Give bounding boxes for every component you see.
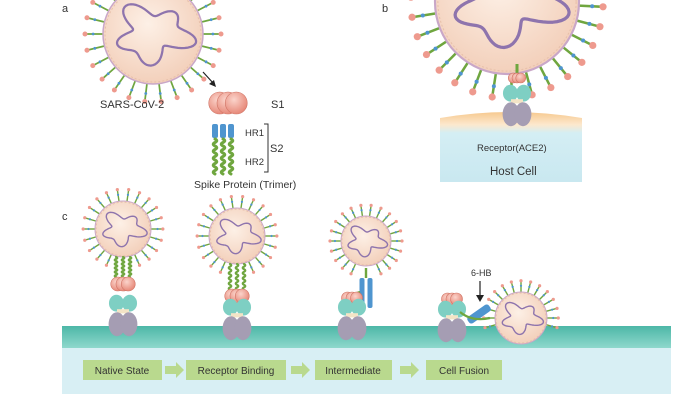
spike-ring xyxy=(81,187,165,267)
spike-caption: Spike Protein (Trimer) xyxy=(194,179,296,191)
hr2-label: HR2 xyxy=(245,157,264,168)
viral-genome xyxy=(216,218,262,255)
spike-pointer-arrow xyxy=(202,71,216,87)
viral-genome xyxy=(347,225,389,258)
ace2-receptor-shape xyxy=(222,298,252,341)
host-cell-label: Host Cell xyxy=(490,166,537,178)
ace2-receptor-shape xyxy=(437,300,467,343)
panel-c-letter: c xyxy=(62,211,68,223)
stage-receptor-binding xyxy=(195,194,279,341)
viral-genome xyxy=(102,211,148,248)
step-arrow xyxy=(291,362,310,378)
viral-genome xyxy=(453,0,571,50)
ace2-receptor-shape xyxy=(502,84,532,127)
s2-label: S2 xyxy=(270,143,283,155)
step-label: Receptor Binding xyxy=(198,366,275,377)
stage-native-state xyxy=(81,187,165,337)
ace2-receptor-shape xyxy=(337,298,367,341)
virion-bound xyxy=(408,0,607,102)
step-native-state: Native State xyxy=(83,360,162,380)
step-label: Native State xyxy=(95,366,150,377)
spike-ring xyxy=(195,194,279,274)
viral-genome xyxy=(501,301,545,336)
spike-protein-trimer xyxy=(208,91,248,176)
step-receptor-binding: Receptor Binding xyxy=(186,360,286,380)
viral-envelope xyxy=(433,0,581,76)
step-arrow xyxy=(400,362,419,378)
host-cell xyxy=(440,112,582,182)
panel-c: c Native State Receptor Binding Intermed… xyxy=(62,187,671,394)
six-helix-bundle-label: 6-HB xyxy=(471,268,492,278)
spike-ring xyxy=(82,0,224,105)
ace2-receptor xyxy=(502,64,532,127)
step-arrow xyxy=(165,362,184,378)
s2-bracket xyxy=(264,123,269,173)
step-intermediate: Intermediate xyxy=(315,360,392,380)
panel-b: b Receptor(ACE2) Host Cell xyxy=(382,0,607,182)
step-label: Cell Fusion xyxy=(439,366,489,377)
hr1-label: HR1 xyxy=(245,128,264,139)
virus-label: SARS-CoV-2 xyxy=(100,99,164,111)
s1-label: S1 xyxy=(271,99,284,111)
s1-head xyxy=(507,72,527,84)
viral-envelope xyxy=(494,291,548,345)
s1-head xyxy=(208,91,248,115)
stage-intermediate xyxy=(328,203,404,341)
six-helix-bundle-arrow xyxy=(476,281,484,302)
viral-envelope xyxy=(340,215,392,267)
panel-b-letter: b xyxy=(382,3,388,15)
step-label: Intermediate xyxy=(325,366,381,377)
s1-head xyxy=(110,276,136,292)
spike-ring xyxy=(328,203,404,276)
receptor-label: Receptor(ACE2) xyxy=(477,143,547,154)
step-cell-fusion: Cell Fusion xyxy=(426,360,502,380)
viral-genome xyxy=(115,3,198,67)
fusion-stages xyxy=(81,187,560,345)
stage-cell-fusion xyxy=(437,279,560,345)
panel-a-letter: a xyxy=(62,3,69,15)
step-sequence: Native State Receptor Binding Intermedia… xyxy=(83,360,502,380)
panel-a: a SARS-CoV-2 S1 HR1 HR2 S2 Spike Protein… xyxy=(62,0,296,191)
viral-envelope xyxy=(94,200,152,258)
viral-envelope xyxy=(208,207,266,265)
ace2-receptor-shape xyxy=(108,294,138,337)
sars-cov-2-virion xyxy=(82,0,224,105)
six-helix-bundle xyxy=(467,304,491,324)
